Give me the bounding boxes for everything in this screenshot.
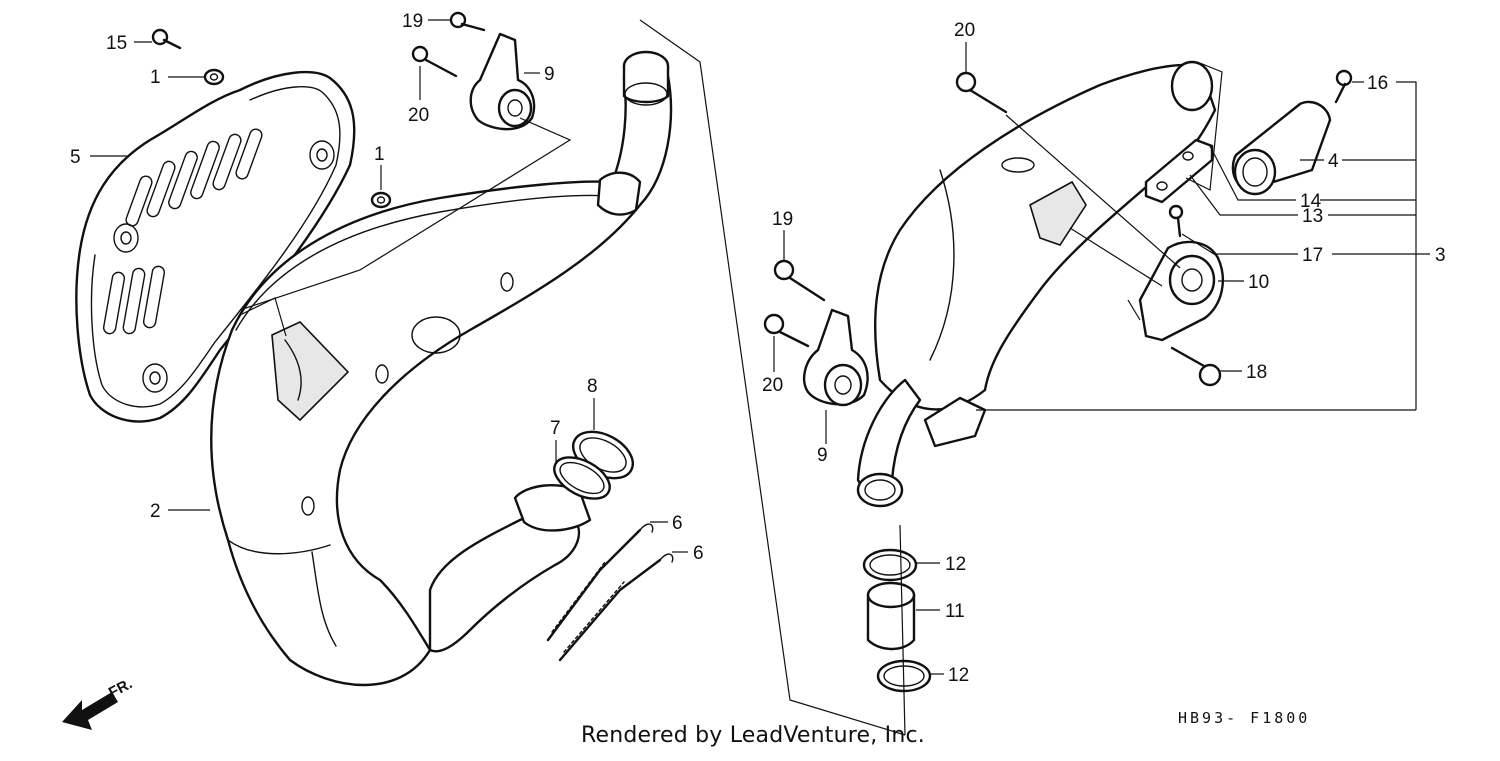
nut-1b bbox=[370, 191, 392, 209]
callout-15-upper: 15 bbox=[106, 33, 127, 54]
drawing-code: HB93- F1800 bbox=[1178, 709, 1311, 727]
bolt-20a bbox=[411, 45, 458, 78]
callout-18: 18 bbox=[1246, 362, 1267, 383]
bolt-15 bbox=[151, 28, 182, 50]
bolt-20c bbox=[763, 313, 810, 348]
callout-19-upper: 19 bbox=[402, 11, 423, 32]
callout-3: 3 bbox=[1435, 245, 1446, 266]
callout-6-upper: 6 bbox=[672, 513, 683, 534]
bolt-20b bbox=[955, 71, 1008, 114]
callout-16: 16 bbox=[1367, 73, 1388, 94]
heat-shield-drawing bbox=[75, 70, 356, 423]
callout-5: 5 bbox=[70, 147, 81, 168]
nut-1a bbox=[203, 68, 225, 86]
bolt-19b bbox=[773, 259, 826, 302]
springs-drawing bbox=[546, 523, 674, 662]
bolt-18 bbox=[1170, 346, 1222, 387]
callout-numbers: 15 1 5 1 19 9 20 2 8 7 6 6 20 19 20 9 12… bbox=[70, 11, 1446, 686]
callout-19-lower: 19 bbox=[772, 209, 793, 230]
callout-14: 14 bbox=[1300, 191, 1322, 212]
callout-17: 17 bbox=[1302, 245, 1323, 266]
render-credit: Rendered by LeadVenture, Inc. bbox=[581, 723, 925, 748]
callout-7: 7 bbox=[550, 418, 561, 439]
muffler-drawing bbox=[856, 60, 1217, 508]
callout-13: 13 bbox=[1302, 206, 1323, 227]
lower-mount-bracket bbox=[803, 308, 869, 407]
callout-12-upper: 12 bbox=[945, 554, 966, 575]
callout-11: 11 bbox=[945, 601, 965, 622]
callout-2: 2 bbox=[150, 501, 161, 522]
tailpipe-drawing bbox=[1231, 100, 1332, 196]
callout-20-upper-left: 20 bbox=[408, 105, 429, 126]
screw-17 bbox=[1168, 204, 1184, 238]
callout-10: 10 bbox=[1248, 272, 1269, 293]
side-mount-bracket bbox=[1138, 240, 1225, 342]
callout-6-lower: 6 bbox=[693, 543, 704, 564]
gasket-rings-drawing bbox=[553, 430, 634, 500]
callout-20-lower: 20 bbox=[762, 375, 783, 396]
front-direction-marker: FR. bbox=[62, 675, 135, 730]
alignment-lines bbox=[237, 19, 1223, 736]
small-bracket-drawing bbox=[1144, 138, 1214, 204]
callout-8: 8 bbox=[587, 376, 598, 397]
callout-4: 4 bbox=[1328, 151, 1339, 172]
leader-lines bbox=[90, 19, 1430, 675]
exhaust-pipe-drawing bbox=[210, 50, 673, 687]
bolt-19a bbox=[449, 11, 486, 32]
callout-20-upper-right: 20 bbox=[954, 20, 975, 41]
screw-16 bbox=[1334, 69, 1353, 104]
fasteners bbox=[151, 11, 1353, 387]
callout-1-upper: 1 bbox=[150, 67, 161, 88]
joint-and-gaskets-drawing bbox=[862, 548, 932, 693]
upper-mount-bracket bbox=[469, 32, 536, 131]
callout-9-upper: 9 bbox=[544, 64, 555, 85]
callout-1-lower: 1 bbox=[374, 144, 385, 165]
callout-12-lower: 12 bbox=[948, 665, 969, 686]
callout-9-lower: 9 bbox=[817, 445, 828, 466]
